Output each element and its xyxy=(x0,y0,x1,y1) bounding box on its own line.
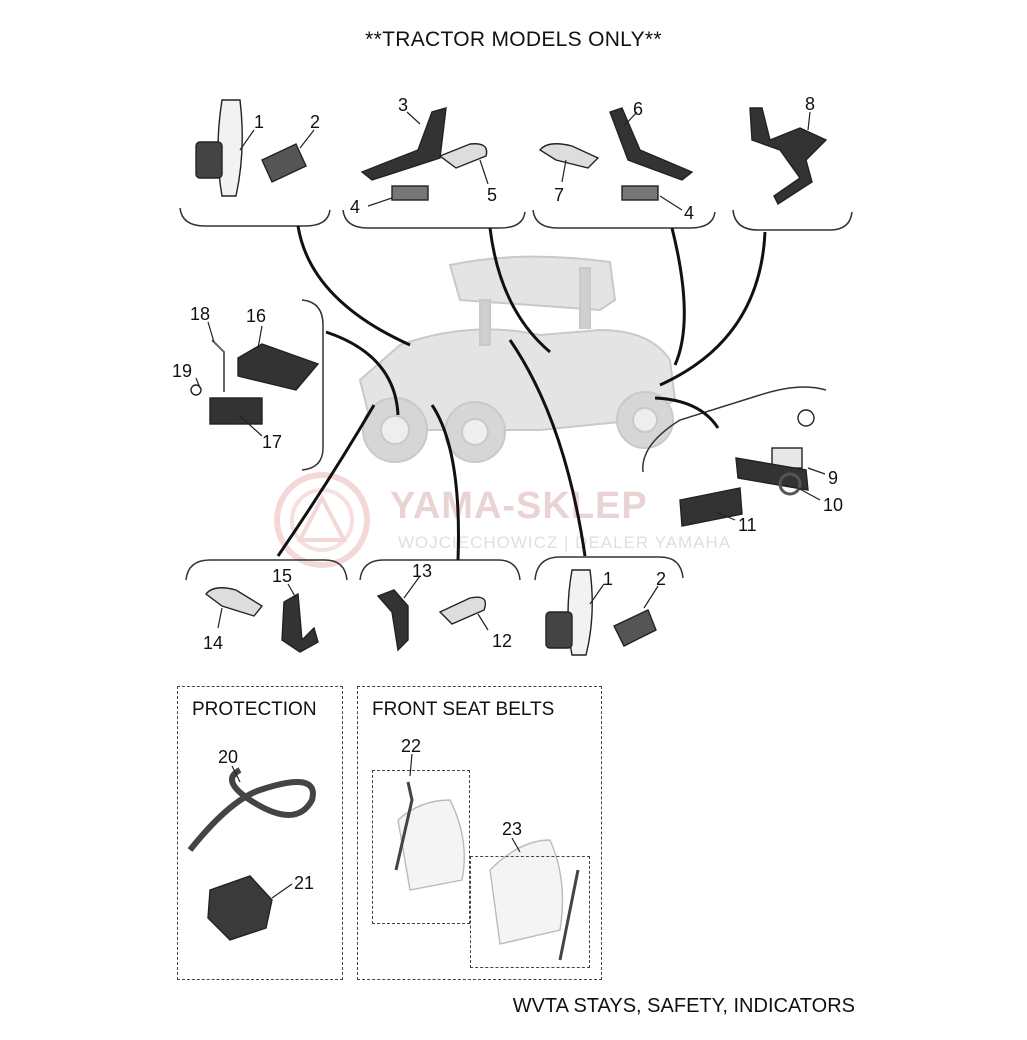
callout-11: 11 xyxy=(738,515,757,535)
callout-10: 10 xyxy=(823,495,844,515)
vehicle-illustration xyxy=(358,255,677,463)
callout-1-bottom: 1 xyxy=(603,569,614,589)
callout-3: 3 xyxy=(398,95,409,115)
callout-13: 13 xyxy=(412,561,433,581)
callout-6: 6 xyxy=(633,99,644,119)
callout-1-top: 1 xyxy=(254,112,265,132)
callout-21: 21 xyxy=(294,873,315,893)
callout-15: 15 xyxy=(272,566,293,586)
seat-belts-box: FRONT SEAT BELTS xyxy=(357,686,602,980)
callout-19: 19 xyxy=(172,361,193,381)
group-brackets xyxy=(179,207,853,581)
part-drawings xyxy=(187,99,828,961)
callout-16: 16 xyxy=(246,306,267,326)
protection-box: PROTECTION xyxy=(177,686,343,980)
callout-12: 12 xyxy=(492,631,513,651)
callout-18: 18 xyxy=(190,304,211,324)
callout-pointers xyxy=(195,111,826,899)
callout-22: 22 xyxy=(401,736,422,756)
callout-14: 14 xyxy=(203,633,224,653)
callout-17: 17 xyxy=(262,432,283,452)
callout-4-right: 4 xyxy=(684,203,695,223)
watermark-brand: YAMA-SKLEP xyxy=(390,485,648,527)
watermark-subtitle: WOJCIECHOWICZ | DEALER YAMAHA xyxy=(398,533,732,552)
callout-5: 5 xyxy=(487,185,498,205)
seat-belt-23-box xyxy=(470,856,590,968)
callout-7: 7 xyxy=(554,185,565,205)
callout-2-bottom: 2 xyxy=(656,569,667,589)
protection-title: PROTECTION xyxy=(192,699,317,720)
callout-2-top: 2 xyxy=(310,112,321,132)
callout-4-left: 4 xyxy=(350,197,361,217)
callout-23: 23 xyxy=(502,819,523,839)
diagram-caption: WVTA STAYS, SAFETY, INDICATORS xyxy=(512,995,855,1017)
callout-20: 20 xyxy=(218,747,239,767)
leader-lines xyxy=(276,225,767,561)
diagram-title: **TRACTOR MODELS ONLY** xyxy=(365,28,662,51)
seat-belt-22-box xyxy=(372,770,470,924)
callout-8: 8 xyxy=(805,94,816,114)
seat-belts-title: FRONT SEAT BELTS xyxy=(372,699,555,720)
callout-9: 9 xyxy=(828,468,839,488)
